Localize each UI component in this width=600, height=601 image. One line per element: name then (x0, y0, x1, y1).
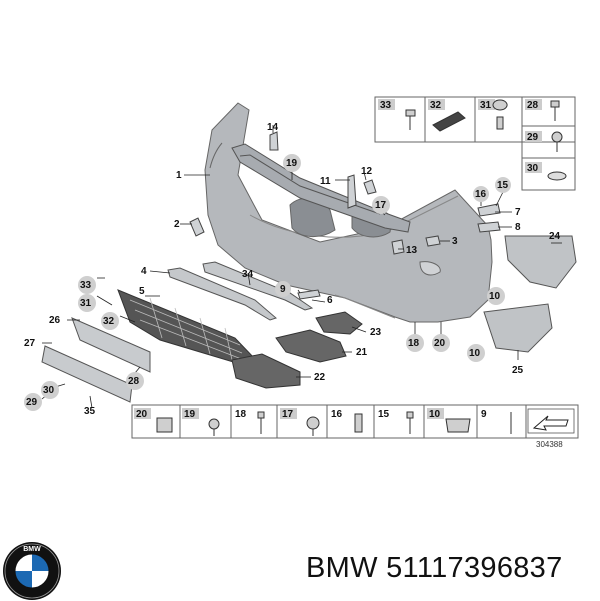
legend-16: 16 (331, 409, 343, 420)
license-plates (41, 317, 151, 403)
callout-33: 33 (80, 280, 92, 291)
callout-9: 9 (280, 284, 286, 295)
callout-10b: 10 (469, 348, 481, 359)
callout-35: 35 (84, 406, 96, 417)
bmw-logo: BMW (3, 542, 61, 600)
legend-19: 19 (184, 409, 196, 420)
bottom-legend-parts (156, 411, 512, 436)
legend-31: 31 (480, 100, 492, 111)
legend-30: 30 (527, 163, 539, 174)
callout-26: 26 (49, 315, 61, 326)
legend-10: 10 (429, 409, 441, 420)
callout-30: 30 (43, 385, 55, 396)
callout-21: 21 (356, 347, 368, 358)
callout-22: 22 (314, 372, 326, 383)
callout-28: 28 (128, 376, 140, 387)
callout-1: 1 (176, 170, 182, 181)
callout-10a: 10 (489, 291, 501, 302)
callout-15: 15 (497, 180, 509, 191)
bottom-legend (131, 404, 579, 439)
callout-7: 7 (515, 207, 521, 218)
callout-19: 19 (286, 158, 298, 169)
callout-2: 2 (174, 219, 180, 230)
top-legend-parts (405, 99, 567, 181)
callout-31: 31 (80, 298, 92, 309)
callout-4: 4 (141, 266, 147, 277)
legend-9: 9 (481, 409, 487, 420)
callouts: 1 2 3 4 5 6 7 8 9 10 10 11 12 13 14 16 1… (24, 122, 561, 417)
trim-strips (167, 261, 314, 321)
small-parts (189, 131, 501, 300)
callout-6: 6 (327, 295, 333, 306)
bumper-cover (204, 102, 493, 323)
side-grilles (231, 311, 363, 389)
callout-27: 27 (24, 338, 36, 349)
legend-32: 32 (430, 100, 442, 111)
legend-15: 15 (378, 409, 390, 420)
callout-24: 24 (549, 231, 561, 242)
callout-11: 11 (320, 176, 331, 187)
logo-letters: BMW (23, 546, 41, 553)
bottom-legend-labels: 20 19 18 17 16 15 10 9 (134, 408, 487, 420)
legend-20: 20 (136, 409, 148, 420)
callout-20: 20 (434, 338, 446, 349)
part-number-caption: BMW 51117396837 (306, 552, 563, 584)
callout-18: 18 (408, 338, 420, 349)
legend-33: 33 (380, 100, 392, 111)
arrow-icon (527, 408, 575, 434)
reference-number: 304388 (536, 440, 563, 449)
callout-32: 32 (103, 316, 115, 327)
callout-16: 16 (475, 189, 487, 200)
legend-18: 18 (235, 409, 247, 420)
top-legend-labels: 33 32 31 28 29 30 (378, 99, 542, 174)
legend-29: 29 (527, 132, 539, 143)
top-legend (374, 96, 576, 191)
callout-3: 3 (452, 236, 458, 247)
callout-25: 25 (512, 365, 524, 376)
lower-grille (117, 289, 257, 365)
legend-17: 17 (282, 409, 294, 420)
callout-8: 8 (515, 222, 521, 233)
callout-17: 17 (375, 200, 387, 211)
upper-bracket-19 (231, 143, 411, 233)
callout-23: 23 (370, 327, 382, 338)
callout-14: 14 (267, 122, 279, 133)
callout-34: 34 (242, 269, 254, 280)
callout-12: 12 (361, 166, 373, 177)
callout-13: 13 (406, 245, 418, 256)
side-brackets (483, 235, 577, 353)
callout-5: 5 (139, 286, 145, 297)
legend-28: 28 (527, 100, 539, 111)
callout-29: 29 (26, 397, 38, 408)
